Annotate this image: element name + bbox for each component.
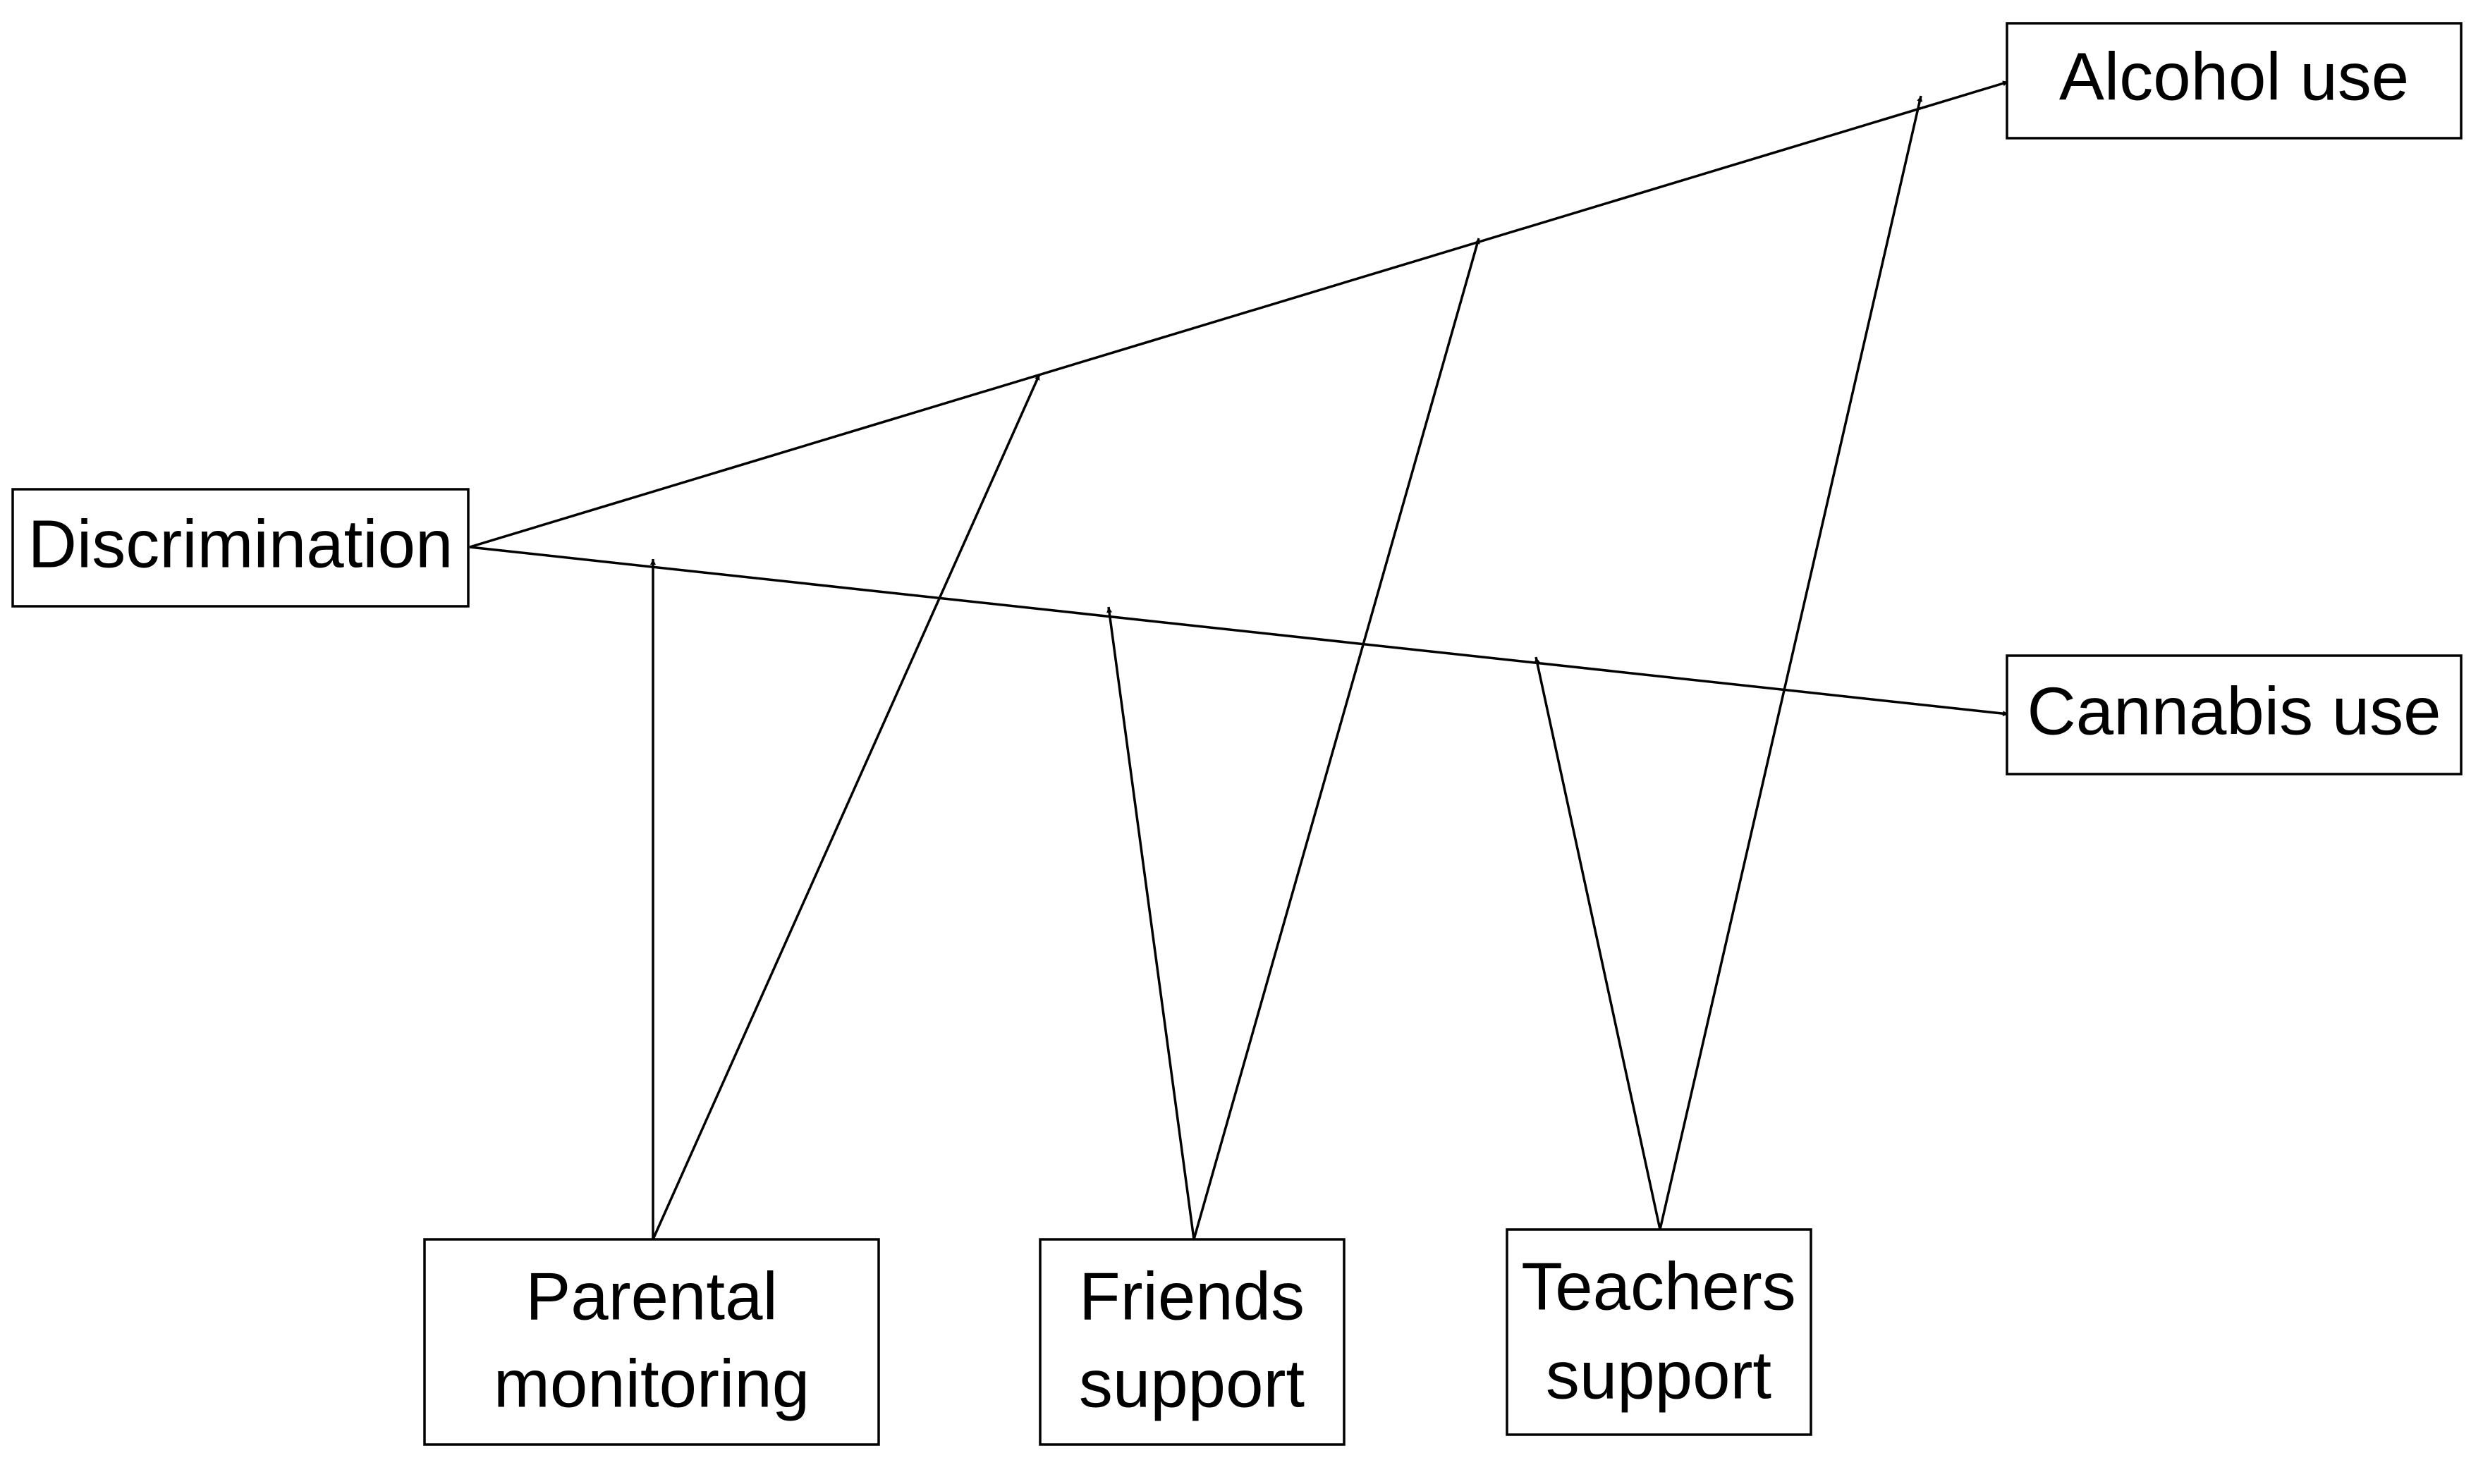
node-teachers-support: Teachers support xyxy=(1506,1228,1812,1436)
node-teachers-support-line1: Teachers xyxy=(1521,1249,1796,1324)
arrow-parental-to-alcohol-path xyxy=(652,374,1041,1240)
node-discrimination: Discrimination xyxy=(11,488,470,608)
node-alcohol-use-label: Alcohol use xyxy=(2059,39,2409,114)
node-cannabis-use-label: Cannabis use xyxy=(2027,673,2441,749)
node-cannabis-use: Cannabis use xyxy=(2006,654,2463,775)
node-friends-support-line2: support xyxy=(1079,1346,1305,1421)
arrow-teachers-to-cannabis-path xyxy=(1534,656,1661,1230)
node-alcohol-use: Alcohol use xyxy=(2006,22,2463,140)
arrow-friends-to-cannabis-path xyxy=(1106,606,1195,1240)
node-friends-support-line1: Friends xyxy=(1079,1258,1305,1334)
node-teachers-support-line2: support xyxy=(1546,1337,1771,1413)
arrow-discrimination-to-alcohol xyxy=(469,80,2009,548)
node-parental-monitoring-line2: monitoring xyxy=(494,1346,810,1421)
arrow-friends-to-alcohol-path xyxy=(1192,238,1480,1240)
node-parental-monitoring-line1: Parental xyxy=(525,1258,778,1334)
arrow-teachers-to-alcohol-path xyxy=(1659,95,1923,1230)
node-parental-monitoring: Parental monitoring xyxy=(423,1238,880,1446)
node-friends-support: Friends support xyxy=(1039,1238,1346,1446)
node-discrimination-label: Discrimination xyxy=(28,506,453,582)
arrow-discrimination-to-cannabis xyxy=(469,546,2009,717)
